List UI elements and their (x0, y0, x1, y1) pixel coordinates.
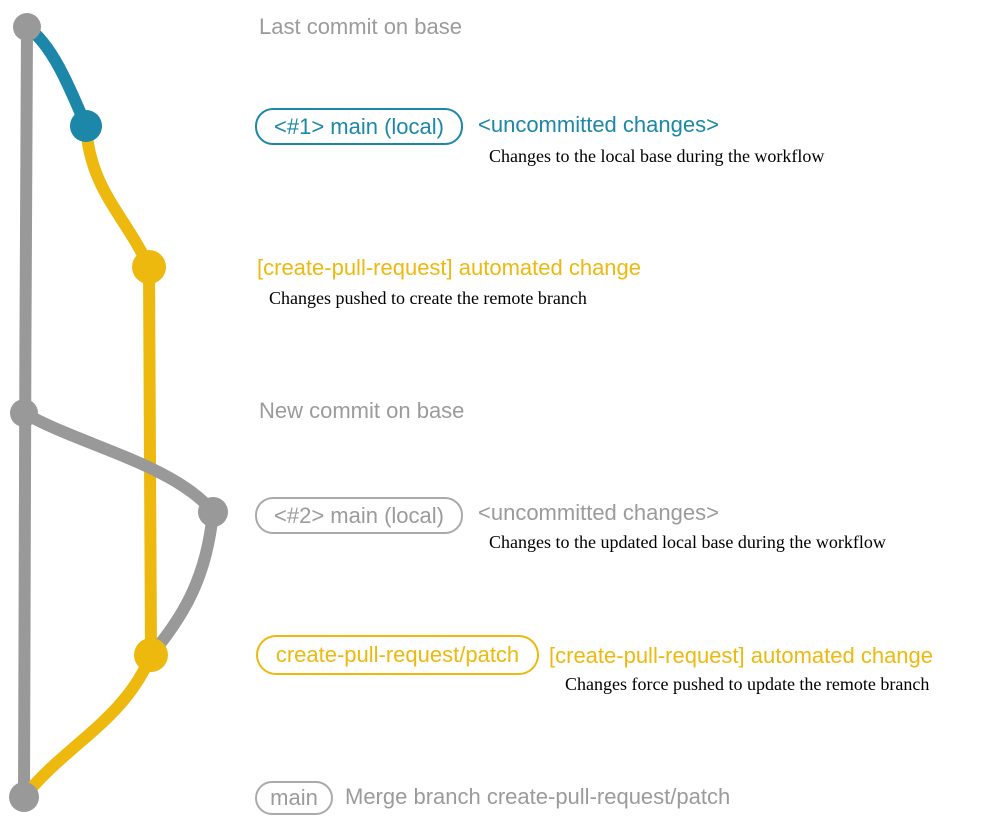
commit-dot-patch-2 (134, 638, 168, 672)
local-main-1-status: <uncommitted changes> (478, 112, 719, 137)
main-branch-badge: main (255, 781, 333, 815)
commit-dot-local-main-1 (70, 110, 102, 142)
patch-1-note: Changes pushed to create the remote bran… (269, 288, 587, 308)
patch-branch-badge: create-pull-request/patch (256, 635, 539, 675)
commit-dot-patch-1 (132, 250, 166, 284)
commit-dot-merge (9, 782, 39, 812)
merge-commit-message: Merge branch create-pull-request/patch (345, 784, 731, 809)
local-main-2-note: Changes to the updated local base during… (489, 532, 886, 552)
rebase-to-local-main-curve (18, 407, 219, 518)
commit-dot-local-main-2 (198, 497, 228, 527)
new-commit-label: New commit on base (259, 398, 465, 423)
git-graph (9, 13, 228, 812)
main-branch-badge-label: main (270, 785, 318, 810)
rebase-to-patch-curve (145, 506, 219, 661)
patch-1-commit-message: [create-pull-request] automated change (257, 255, 642, 280)
patch-branch-badge-label: create-pull-request/patch (275, 642, 520, 667)
patch-2-commit-message: [create-pull-request] automated change (549, 643, 934, 668)
last-commit-label: Last commit on base (259, 14, 462, 39)
local-main-1-badge: <#1> main (local) (255, 108, 463, 145)
patch-branch-create-curve (80, 120, 155, 273)
local-main-2-status: <uncommitted changes> (478, 500, 719, 525)
patch-branch-line (143, 261, 157, 661)
commit-dot-new-base (10, 399, 38, 427)
commit-dot-last-base (13, 13, 41, 41)
local-main-branch-curve (21, 21, 92, 132)
local-main-1-badge-label: <#1> main (local) (274, 113, 444, 139)
local-main-2-badge-label: <#2> main (local) (274, 502, 444, 528)
patch-2-note: Changes force pushed to update the remot… (565, 674, 930, 694)
local-main-1-note: Changes to the local base during the wor… (489, 146, 825, 166)
patch-merge-curve (18, 649, 157, 803)
local-main-2-badge: <#2> main (local) (255, 497, 463, 534)
